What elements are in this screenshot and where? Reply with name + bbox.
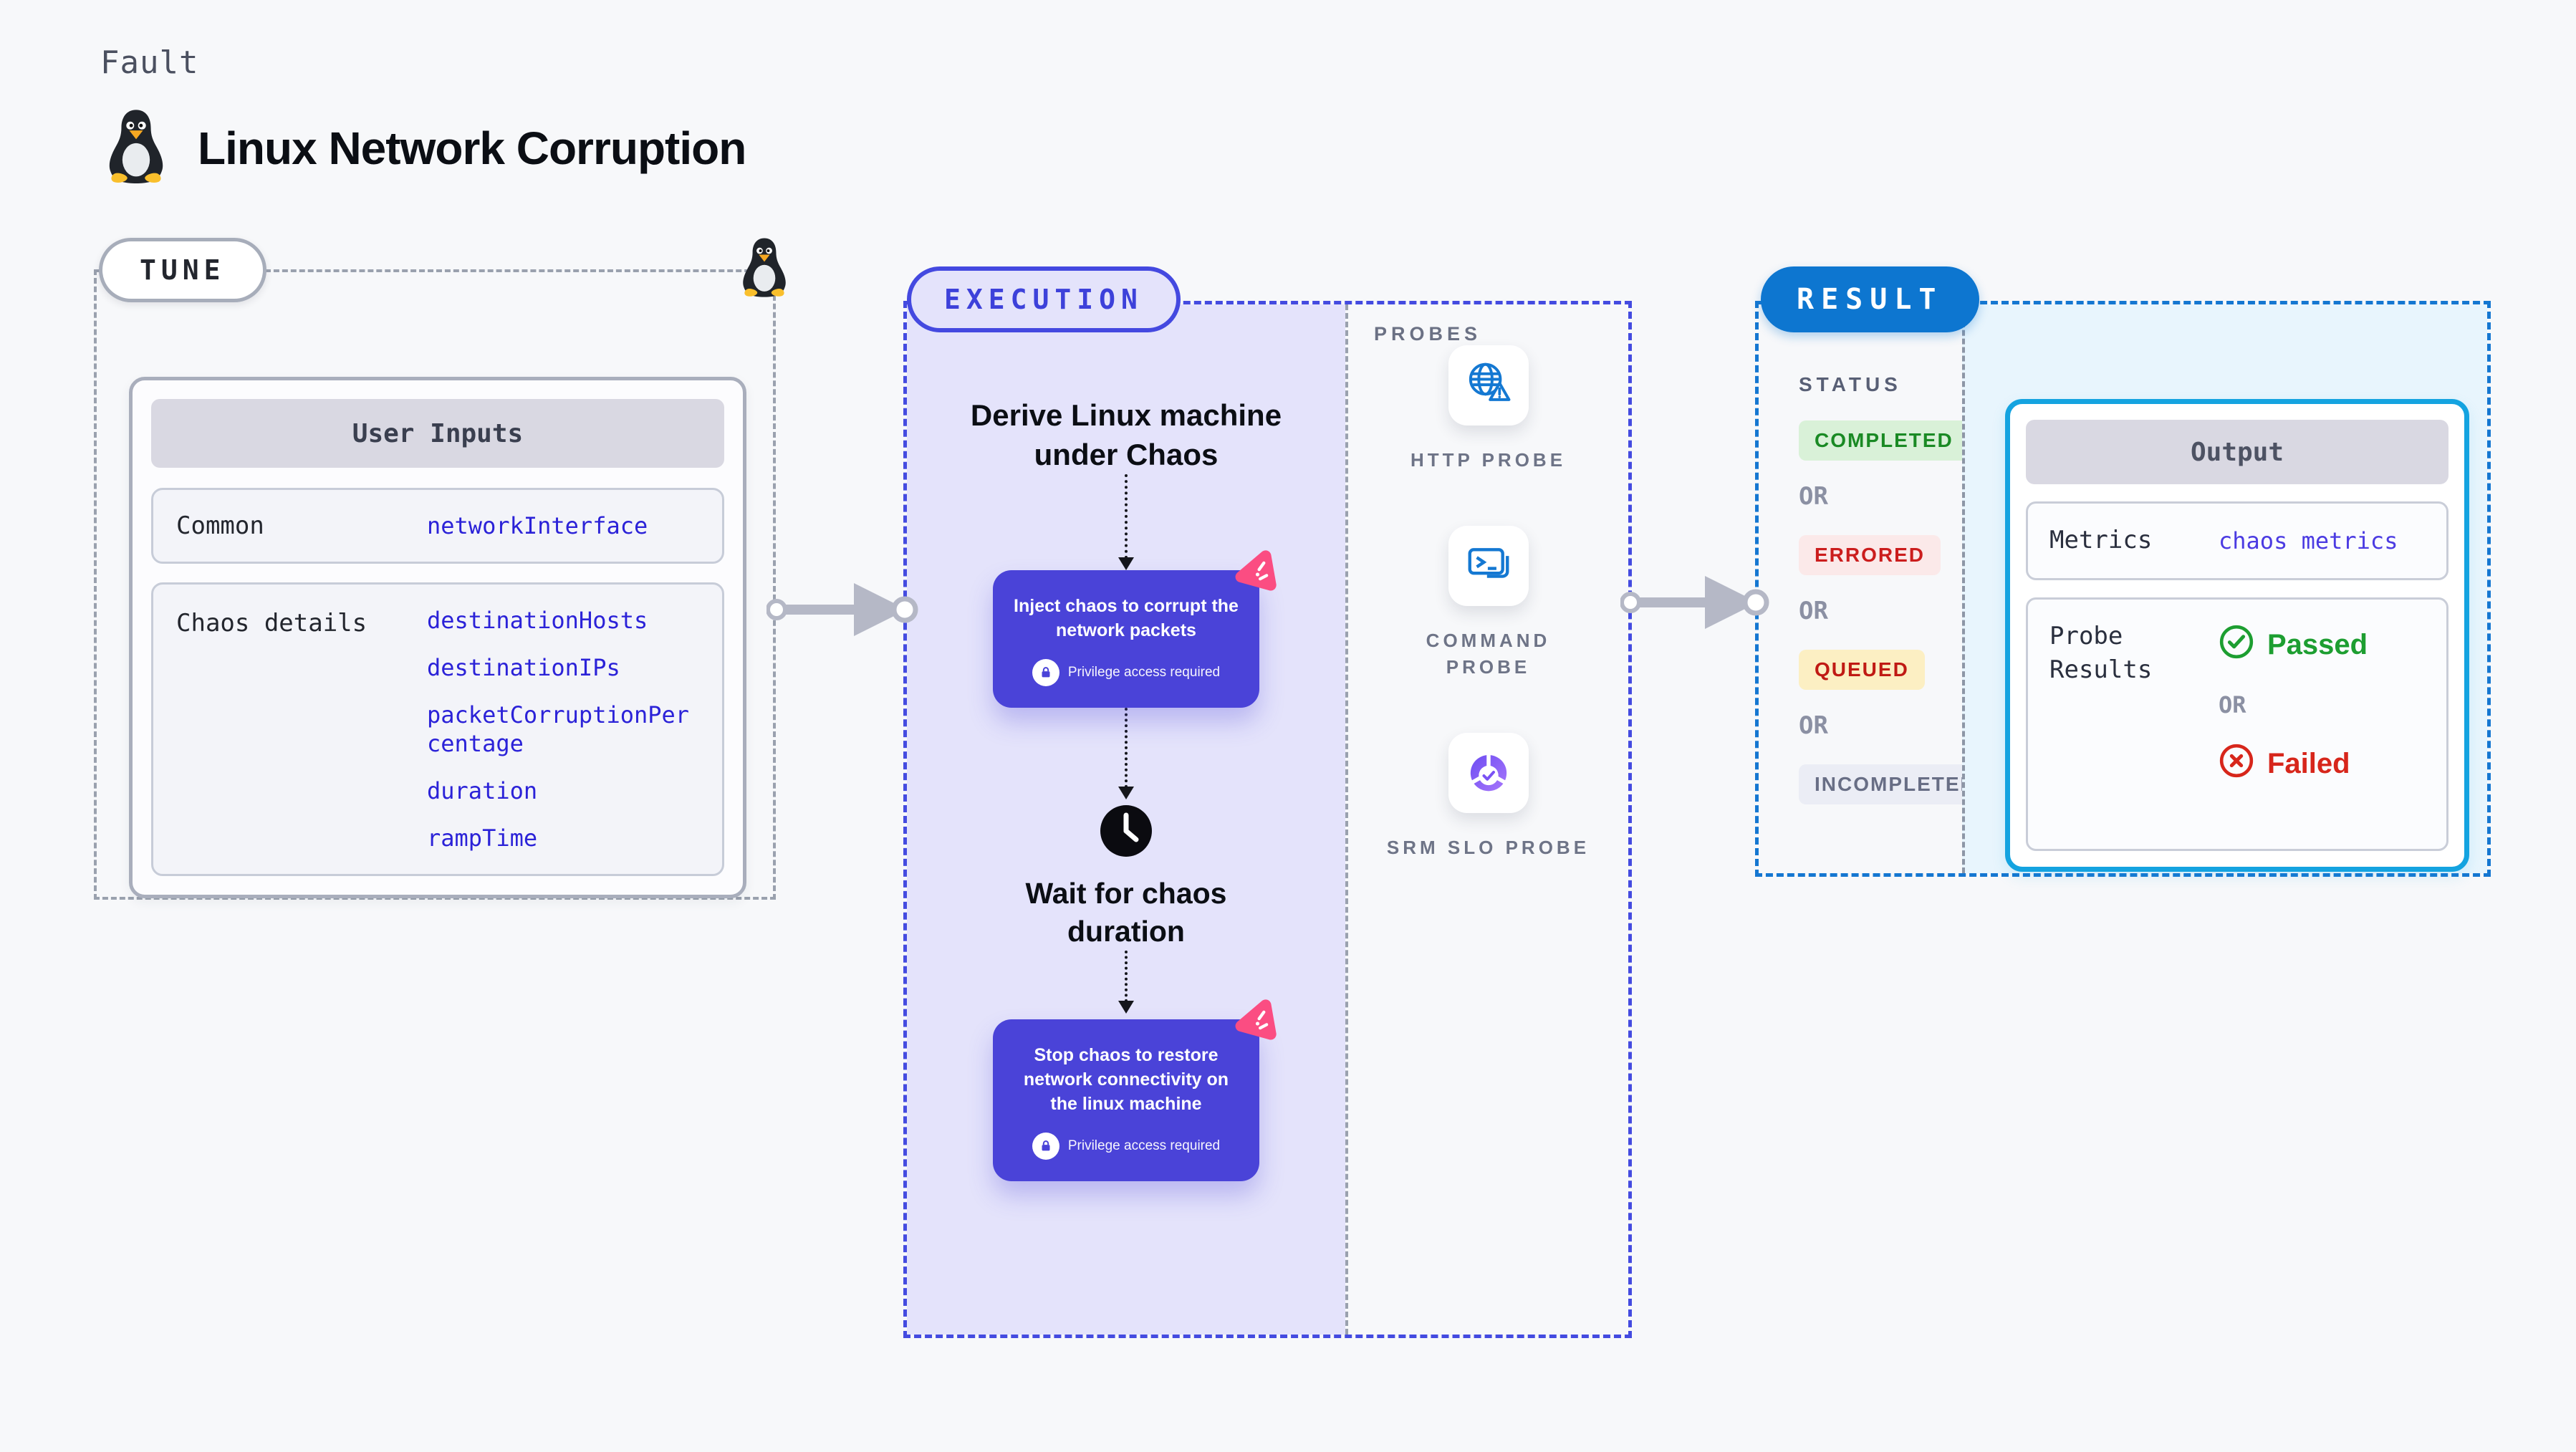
tune-section-box (94, 269, 776, 900)
tune-badge: TUNE (99, 238, 266, 302)
tux-penguin-icon (105, 109, 168, 187)
probe-card (1448, 525, 1529, 606)
x-circle-icon (2219, 743, 2254, 786)
probe-name: COMMAND PROBE (1426, 629, 1551, 678)
output-row-label: Metrics (2049, 526, 2153, 554)
probe-name: HTTP PROBE (1410, 449, 1567, 471)
flow-connector (1118, 474, 1134, 571)
input-row-label: Common (176, 511, 264, 540)
privilege-note: Privilege access required (1013, 658, 1239, 686)
execution-section-box: Derive Linux machine under Chaos Inject … (903, 301, 1632, 1338)
tux-penguin-small-icon (739, 236, 789, 302)
inject-step-text: Inject chaos to corrupt the network pack… (1014, 596, 1239, 640)
status-badge-completed: COMPLETED (1799, 420, 1969, 461)
verdict-failed: Failed (2219, 743, 2368, 786)
result-section-box: STATUS COMPLETED OR ERRORED OR QUEUED OR… (1755, 301, 2491, 877)
chaos-logo-icon (1229, 549, 1278, 601)
or-separator: OR (2219, 691, 2246, 718)
stop-chaos-node: Stop chaos to restore network connectivi… (993, 999, 1277, 1181)
status-badge-errored: ERRORED (1799, 535, 1941, 575)
or-separator: OR (1799, 597, 1828, 625)
failed-label: Failed (2267, 748, 2350, 780)
clock-icon (1099, 804, 1153, 862)
user-inputs-header: User Inputs (151, 399, 724, 468)
metrics-value: chaos metrics (2219, 527, 2398, 554)
result-badge: RESULT (1761, 266, 1979, 332)
input-value: packetCorruptionPercentage (427, 701, 690, 757)
lock-icon (1032, 1132, 1059, 1160)
probe-name: SRM SLO PROBE (1386, 837, 1590, 859)
status-label: STATUS (1799, 373, 1902, 395)
arrow-right-icon (766, 567, 918, 655)
arrow-right-icon (1620, 560, 1769, 648)
privilege-note-text: Privilege access required (1067, 664, 1221, 680)
status-badge-queued: QUEUED (1799, 650, 1925, 690)
verdict-passed: Passed (2219, 624, 2368, 667)
page-title: Linux Network Corruption (198, 122, 746, 174)
probe-card (1448, 733, 1529, 814)
probe-item-srm-slo: SRM SLO PROBE (1381, 733, 1596, 862)
execution-flow: Derive Linux machine under Chaos Inject … (907, 304, 1345, 1335)
stop-step-text: Stop chaos to restore network connectivi… (1023, 1045, 1229, 1114)
derive-step-text: Derive Linux machine under Chaos (970, 398, 1282, 471)
output-box: Output Metrics chaos metrics Probe Resul… (2005, 399, 2469, 872)
input-value: destinationHosts (427, 607, 648, 634)
input-row-common: Common networkInterface (151, 488, 724, 564)
probe-item-http: HTTP PROBE (1381, 345, 1596, 474)
inject-chaos-node: Inject chaos to corrupt the network pack… (993, 550, 1277, 708)
user-inputs-card: User Inputs Common networkInterface Chao… (129, 377, 746, 898)
chaos-logo-icon (1229, 998, 1278, 1050)
output-header: Output (2026, 420, 2448, 484)
title-row: Linux Network Corruption (105, 109, 746, 187)
privilege-note-text: Privilege access required (1067, 1138, 1221, 1153)
or-separator: OR (1799, 711, 1828, 740)
terminal-icon (1464, 539, 1514, 592)
output-row-metrics: Metrics chaos metrics (2026, 501, 2448, 580)
status-badge-incompleted: INCOMPLETED (1799, 764, 1992, 804)
execution-badge: EXECUTION (907, 266, 1181, 332)
wait-step-text: Wait for chaos duration (1025, 876, 1227, 948)
probe-card (1448, 345, 1529, 425)
flow-connector (1118, 951, 1134, 1014)
output-row-probe-results: Probe Results Passed OR (2026, 597, 2448, 851)
passed-label: Passed (2267, 629, 2368, 661)
lock-icon (1032, 658, 1059, 686)
output-row-label: Probe Results (2049, 621, 2153, 685)
probes-label: PROBES (1374, 323, 1482, 345)
globe-warning-icon (1464, 359, 1514, 413)
input-row-label: Chaos details (176, 609, 367, 638)
input-value: destinationIPs (427, 654, 620, 681)
output-pane: Output Metrics chaos metrics Probe Resul… (1962, 304, 2487, 873)
status-column: STATUS COMPLETED OR ERRORED OR QUEUED OR… (1759, 304, 1992, 873)
input-row-chaos-details: Chaos details destinationHosts destinati… (151, 582, 724, 876)
input-value: networkInterface (427, 512, 648, 539)
probe-item-command: COMMAND PROBE (1381, 525, 1596, 681)
input-value: duration (427, 777, 538, 804)
input-value: rampTime (427, 824, 538, 852)
fault-kicker: Fault (100, 44, 199, 81)
flow-connector (1118, 707, 1134, 799)
probes-column: PROBES HTTP PROBE (1345, 304, 1628, 1335)
privilege-note: Privilege access required (1013, 1132, 1239, 1160)
check-circle-icon (2219, 624, 2254, 667)
or-separator: OR (1799, 482, 1828, 511)
slo-pie-icon (1464, 746, 1514, 800)
